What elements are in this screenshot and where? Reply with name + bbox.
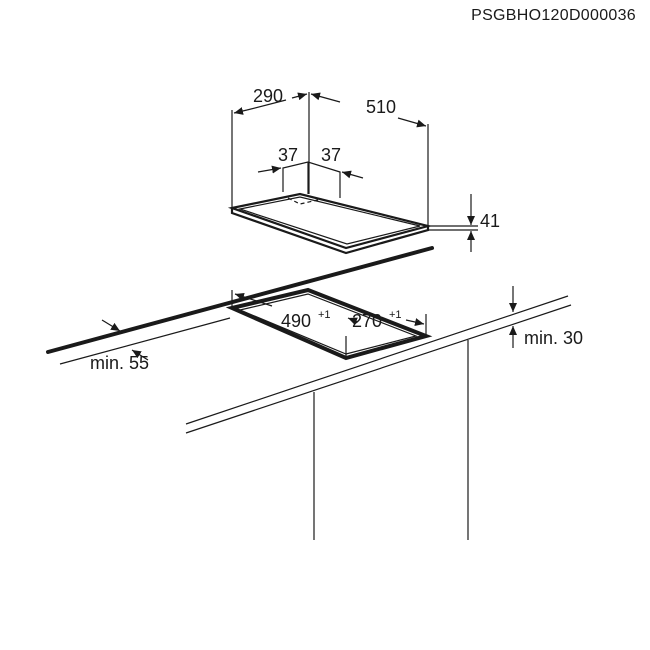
min-front-dimension: min. 55 — [90, 319, 149, 373]
width-label: 510 — [366, 97, 396, 117]
offset-dimension: 37 37 — [257, 145, 364, 179]
height-dimension: 41 — [467, 194, 500, 252]
height-label: 41 — [480, 211, 500, 231]
hob-extension-lines — [231, 92, 478, 231]
cutout-depth-tolerance: +1 — [389, 309, 402, 321]
min-below-label: min. 30 — [524, 328, 583, 348]
width-dimension: 510 — [310, 92, 427, 128]
cutout-width-label: 490 — [281, 311, 311, 331]
cutout-width-tolerance: +1 — [318, 309, 331, 321]
offset-right-label: 37 — [321, 145, 341, 165]
offset-left-label: 37 — [278, 145, 298, 165]
cutout-depth-label: 270 — [352, 311, 382, 331]
hob-appliance — [227, 161, 433, 255]
drawing-code: PSGBHO120D000036 — [471, 7, 636, 24]
min-below-dimension: min. 30 — [509, 286, 583, 348]
depth-label: 290 — [253, 86, 283, 106]
min-front-label: min. 55 — [90, 353, 149, 373]
depth-dimension: 290 — [233, 86, 308, 115]
cutout: 490 +1 270 +1 — [225, 287, 433, 361]
